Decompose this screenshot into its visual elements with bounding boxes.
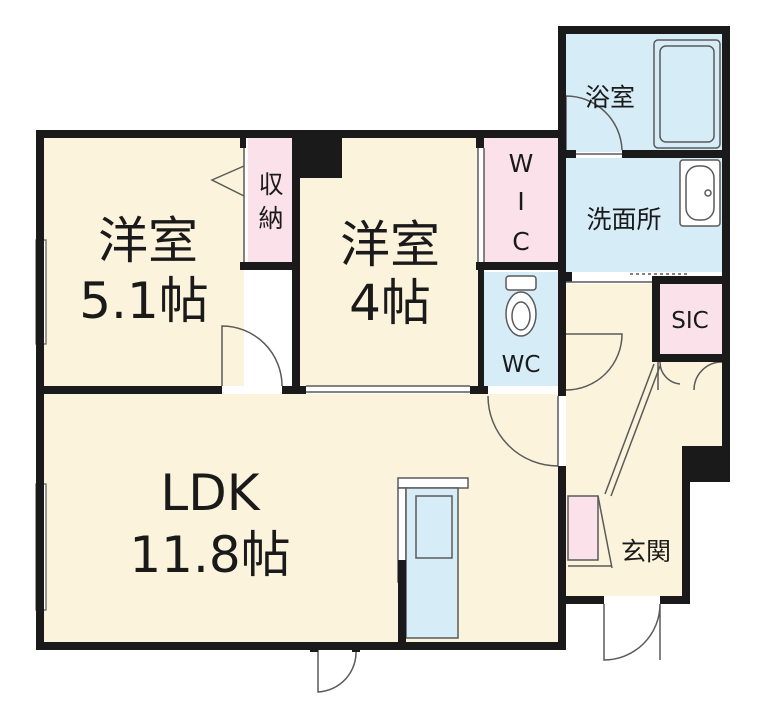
storage-label-2: 納 <box>258 204 283 233</box>
washroom-label: 洗面所 <box>586 205 661 234</box>
wic-floor <box>484 138 558 266</box>
sic-label: SIC <box>671 308 708 334</box>
western-room-2-floor <box>300 138 478 386</box>
room-labels: 洋室 5.1帖 収 納 洋室 4帖 W I C WC 浴室 洗面所 SIC LD… <box>79 83 708 584</box>
western-room-2-name: 洋室 <box>340 216 440 274</box>
door-sic-2 <box>659 361 681 385</box>
shoe-box-icon <box>567 495 613 569</box>
room-fills <box>44 32 722 642</box>
entrance-label: 玄関 <box>621 537 671 566</box>
western-room-1-name: 洋室 <box>98 212 198 270</box>
ldk-size: 11.8帖 <box>129 526 290 584</box>
door-wc <box>565 333 623 391</box>
wc-label: WC <box>502 352 541 378</box>
wic-label-2: I <box>517 187 524 216</box>
western-room-2-size: 4帖 <box>349 274 431 332</box>
fixtures <box>210 39 721 639</box>
western-room-1-floor <box>44 138 244 386</box>
toilet-icon <box>505 275 537 337</box>
door-sic <box>657 360 723 391</box>
storage-label-1: 収 <box>258 170 283 199</box>
western-room-1-size: 5.1帖 <box>79 272 209 330</box>
hall-sliding-door <box>604 363 661 497</box>
door-swings <box>221 95 723 693</box>
door-front <box>603 603 661 661</box>
ldk-name: LDK <box>160 464 260 522</box>
wic-label-1: W <box>509 149 534 178</box>
ldk-floor <box>44 394 558 642</box>
closet-door-lines <box>243 148 485 393</box>
door-swing-icon <box>210 165 245 197</box>
bathtub-icon <box>653 39 721 149</box>
bath-label: 浴室 <box>585 83 635 112</box>
door-balcony <box>317 649 357 693</box>
walls <box>36 26 730 652</box>
door-western1 <box>221 325 283 387</box>
wic-label-3: C <box>512 227 529 256</box>
partitions <box>566 153 690 283</box>
storage-floor <box>248 138 292 266</box>
kitchen-counter-icon <box>397 477 469 639</box>
door-bath <box>565 95 623 151</box>
door-ldk-hall <box>487 395 559 467</box>
sic-floor <box>658 284 722 354</box>
washbasin-icon <box>679 159 721 227</box>
